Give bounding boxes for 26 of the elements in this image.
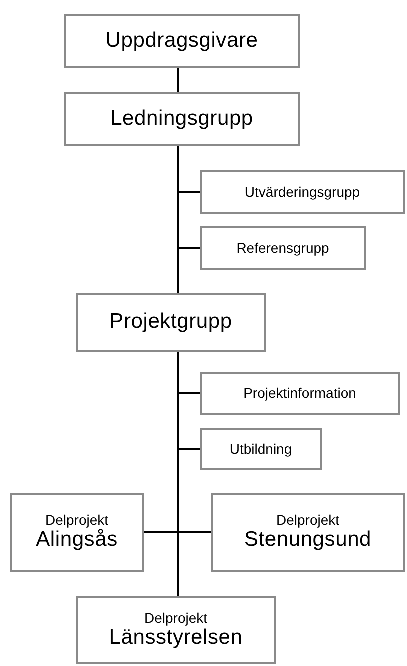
box-label: Utvärderingsgrupp: [244, 184, 360, 200]
connector-line: [177, 352, 179, 596]
box-label: Delprojekt: [144, 610, 208, 626]
org-box: [64, 92, 300, 146]
org-box: [200, 226, 366, 270]
box-label: Projektinformation: [244, 385, 356, 402]
org-box: [10, 493, 144, 572]
connector-line: [177, 146, 179, 293]
box-title: Stenungsund: [244, 528, 372, 553]
org-box: [76, 596, 276, 664]
box-label: Utbildning: [230, 440, 292, 458]
org-box: [200, 372, 400, 415]
box-title: Alingsås: [36, 528, 118, 553]
box-label: Referensgrupp: [236, 240, 330, 256]
box-title: Uppdragsgivare: [106, 28, 258, 54]
box-label: Delprojekt: [45, 512, 109, 528]
org-box: [200, 428, 322, 470]
org-box: [200, 170, 405, 214]
org-box: [64, 14, 300, 68]
org-box: [211, 493, 405, 572]
box-title: Projektgrupp: [110, 310, 232, 335]
box-title: Ledningsgrupp: [110, 106, 254, 132]
org-box: [76, 293, 266, 352]
connector-line: [177, 68, 179, 92]
box-title: Länsstyrelsen: [109, 626, 243, 650]
box-label: Delprojekt: [276, 512, 340, 528]
